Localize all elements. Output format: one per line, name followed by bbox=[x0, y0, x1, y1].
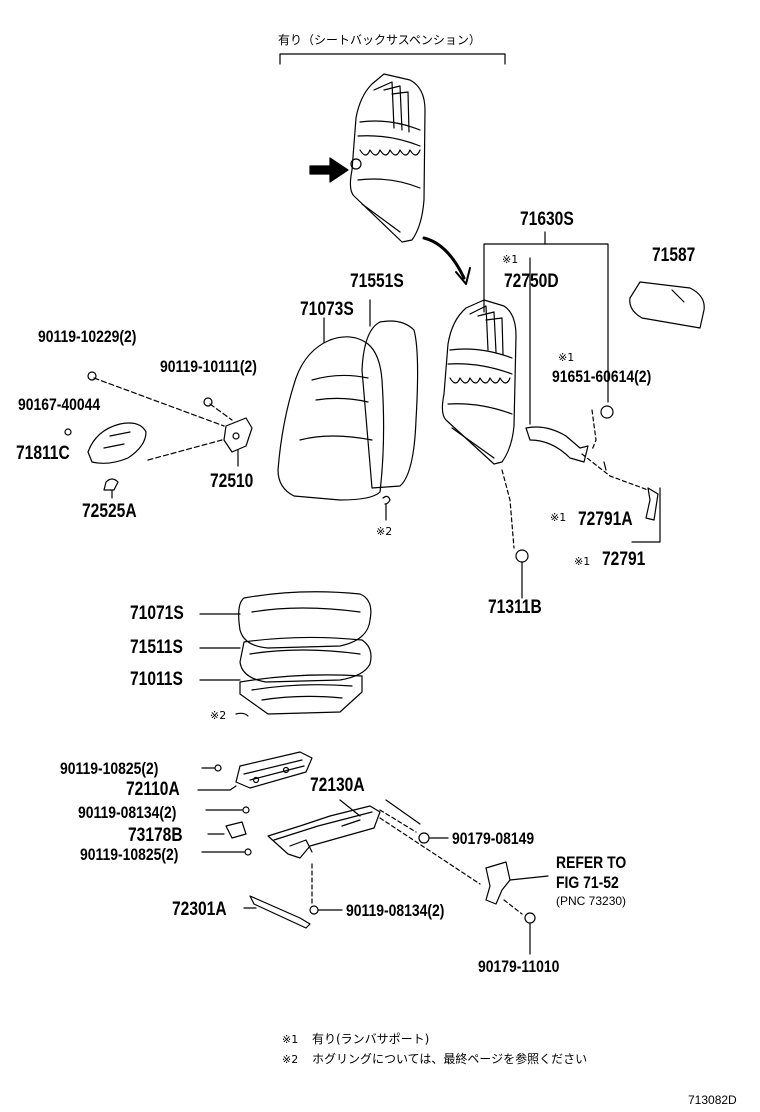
part-label-72110A: 72110A bbox=[126, 779, 180, 800]
pointer-arrow bbox=[309, 157, 349, 183]
part-label-71630S: 71630S bbox=[520, 209, 574, 230]
mark-2-cushion: ※2 bbox=[210, 709, 227, 722]
part-label-72130A: 72130A bbox=[310, 775, 365, 796]
cable-72301A bbox=[249, 895, 311, 929]
header-bracket bbox=[279, 53, 506, 65]
part-label-72791: 72791 bbox=[602, 549, 646, 570]
part-label-90179-11010: 90179-11010 bbox=[478, 957, 560, 976]
side-cover-71811C bbox=[87, 422, 147, 464]
part-label-71511S: 71511S bbox=[130, 637, 183, 658]
figure-id: 713082D bbox=[688, 1093, 737, 1107]
mark-1-72791A: ※1 bbox=[550, 511, 567, 524]
part-label-71587: 71587 bbox=[652, 245, 696, 266]
part-label-90179-08149: 90179-08149 bbox=[452, 829, 535, 848]
part-label-72301A: 72301A bbox=[172, 899, 227, 920]
header-note: 有り（シートバックサスペンション） bbox=[278, 33, 481, 47]
part-label-71311B: 71311B bbox=[488, 597, 542, 618]
part-label-90119-08134-upper: 90119-08134(2) bbox=[78, 803, 177, 822]
bolt-90119-10111 bbox=[203, 397, 213, 407]
footnote-2-text: ホグリングについては、最終ページを参照ください bbox=[312, 1052, 588, 1066]
part-label-90119-08134-lower: 90119-08134(2) bbox=[346, 901, 445, 920]
lumbar-handle bbox=[645, 487, 659, 521]
seat-cushion-stack bbox=[238, 591, 372, 715]
cover-73178B bbox=[225, 821, 247, 839]
bolt-90119-10229 bbox=[87, 371, 97, 381]
refer-line-3: (PNC 73230) bbox=[556, 894, 627, 908]
mark-2-hog-ring: ※2 bbox=[376, 525, 393, 538]
footnote-2-mark: ※2 bbox=[282, 1053, 299, 1066]
part-label-72750D: 72750D bbox=[504, 271, 559, 292]
part-label-90119-10825-upper: 90119-10825(2) bbox=[60, 759, 159, 778]
footnote-1-mark: ※1 bbox=[282, 1033, 299, 1046]
bracket-72510 bbox=[223, 417, 253, 453]
belt-buckle bbox=[485, 861, 511, 905]
seatback-cushion bbox=[277, 299, 419, 501]
part-label-71011S: 71011S bbox=[130, 669, 183, 690]
footnote-1-text: 有り(ランバサポート) bbox=[312, 1032, 430, 1046]
part-label-71071S: 71071S bbox=[130, 603, 184, 624]
part-label-91651-60614: 91651-60614(2) bbox=[552, 367, 652, 386]
part-label-71811C: 71811C bbox=[16, 443, 70, 464]
part-label-71073S: 71073S bbox=[300, 299, 354, 320]
part-label-72525A: 72525A bbox=[82, 501, 137, 522]
lumbar-lever bbox=[525, 426, 589, 463]
part-label-90167-40044: 90167-40044 bbox=[18, 395, 101, 414]
part-label-90119-10111: 90119-10111(2) bbox=[160, 357, 257, 376]
refer-line-1: REFER TO bbox=[556, 853, 627, 872]
seatback-frame-lower bbox=[441, 299, 517, 465]
refer-line-2: FIG 71-52 bbox=[556, 873, 619, 892]
cap-72525A bbox=[103, 478, 119, 491]
bolt-71311B bbox=[515, 549, 529, 563]
part-label-72510: 72510 bbox=[210, 471, 254, 492]
flow-arrow bbox=[422, 236, 466, 280]
clip-90167 bbox=[64, 428, 72, 436]
seat-adjuster bbox=[214, 751, 536, 929]
part-label-90119-10825-lower: 90119-10825(2) bbox=[80, 845, 179, 864]
part-label-73178B: 73178B bbox=[128, 825, 183, 846]
pad-71587 bbox=[629, 281, 705, 329]
part-label-71551S: 71551S bbox=[350, 271, 404, 292]
part-label-90119-10229: 90119-10229(2) bbox=[38, 327, 137, 346]
mark-1-91651: ※1 bbox=[558, 351, 575, 364]
mark-1-72791: ※1 bbox=[574, 555, 591, 568]
seatback-frame-top bbox=[349, 73, 426, 243]
part-label-72791A: 72791A bbox=[578, 509, 633, 530]
bracket-71630S bbox=[483, 243, 609, 403]
mark-1-72750D: ※1 bbox=[502, 253, 519, 266]
